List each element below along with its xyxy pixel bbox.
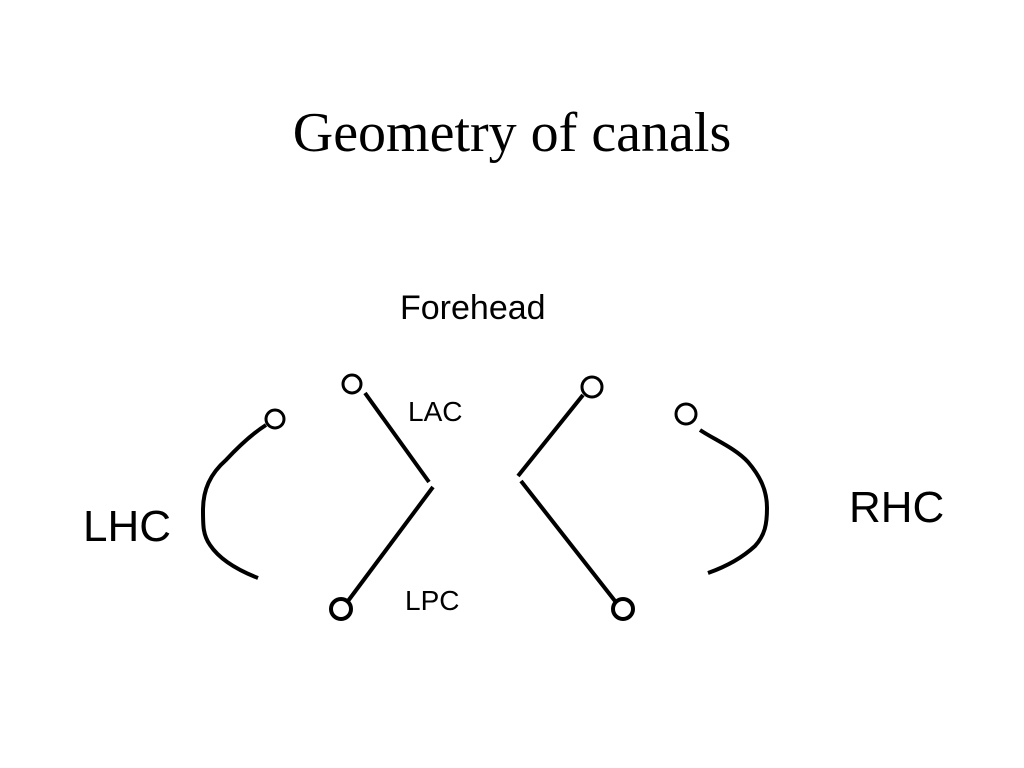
forehead-label: Forehead (400, 289, 546, 327)
right-horizontal-canal-end (674, 402, 698, 426)
left-horizontal-canal-end (264, 408, 286, 430)
left-horizontal-canal (201, 423, 268, 580)
lac-label: LAC (408, 396, 463, 427)
right-posterior-canal-end (611, 597, 635, 621)
slide-title: Geometry of canals (292, 102, 732, 164)
right-horizontal-canal (698, 428, 769, 575)
left-anterior-canal-end (341, 373, 363, 395)
right-anterior-canal-end (580, 375, 604, 399)
right-posterior-canal (519, 479, 617, 603)
left-anterior-canal (363, 391, 431, 484)
lhc-label: LHC (83, 502, 172, 551)
right-anterior-canal (516, 393, 585, 478)
left-posterior-canal-end (329, 597, 353, 621)
left-posterior-canal (346, 485, 435, 603)
rhc-label: RHC (849, 483, 945, 532)
lpc-label: LPC (405, 585, 460, 616)
